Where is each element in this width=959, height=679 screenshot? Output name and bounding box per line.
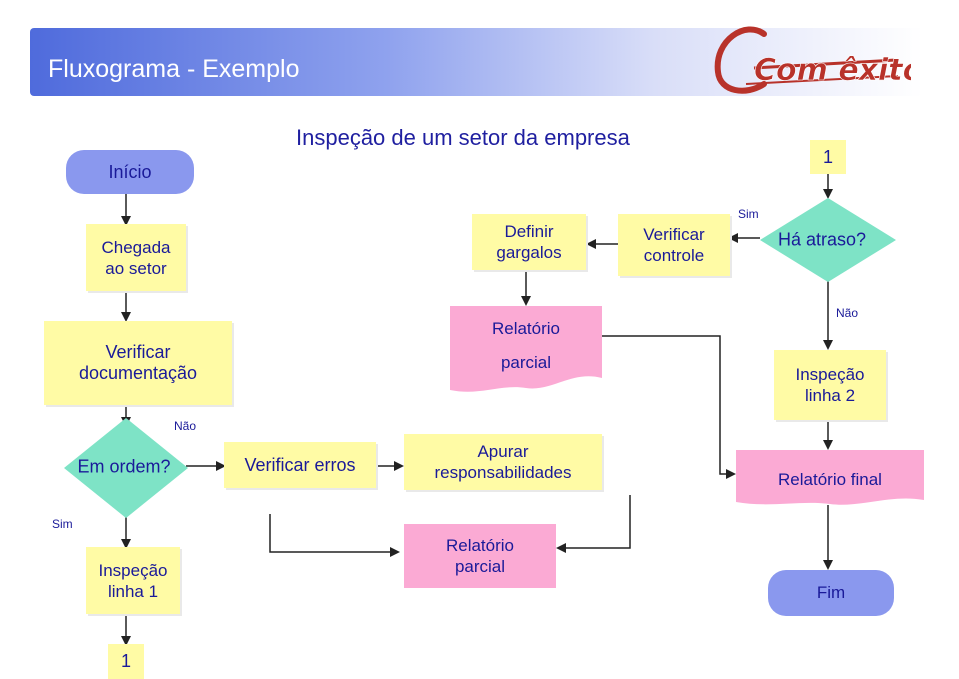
nao-right-label: Não — [836, 306, 859, 320]
ha-atraso-label: Há atraso? — [777, 229, 867, 250]
relatorio-parcial-top-shape — [450, 306, 602, 392]
connector-bottom-label: 1 — [120, 651, 131, 671]
apurar-responsabilidades-box: Apurar responsabilidades — [404, 434, 602, 490]
definir-gargalos-line-1: Definir — [504, 222, 554, 241]
verificar-controle-line-2: controle — [643, 246, 705, 265]
inspecao-linha-1-line-2: linha 1 — [107, 581, 159, 601]
chegada-ao-setor-box: Chegada ao setor — [86, 224, 186, 291]
apurar-line-2: responsabilidades — [434, 463, 572, 482]
relatorio-parcial-bottom-line-1: Relatório — [445, 536, 515, 555]
inspecao-linha-1-line-1: Inspeção — [98, 560, 168, 580]
relatorio-final-label: Relatório final — [778, 470, 882, 489]
em-ordem-diamond — [64, 418, 188, 518]
connector-bottom: 1 — [108, 644, 144, 679]
fim-terminal: Fim — [768, 570, 894, 616]
company-logo: Com êxito — [706, 10, 924, 106]
nao-left-label: Não — [174, 419, 197, 433]
relatorio-final-shape — [736, 450, 924, 505]
em-ordem-label: Em ordem? — [77, 456, 171, 477]
relatorio-parcial-bottom-box: Relatório parcial — [404, 524, 556, 588]
verificar-documentacao-line-1: Verificar — [105, 342, 171, 362]
inspecao-linha-2-line-2: linha 2 — [804, 386, 856, 405]
definir-gargalos-box: Definir gargalos — [472, 214, 586, 270]
verificar-controle-line-1: Verificar — [643, 225, 705, 244]
relatorio-parcial-top-text: Relatório parcial — [450, 312, 602, 380]
inspecao-linha-2-line-1: Inspeção — [795, 365, 865, 384]
apurar-line-1: Apurar — [477, 442, 529, 461]
sim-right-label: Sim — [738, 207, 759, 221]
verificar-documentacao-line-2: documentação — [78, 363, 198, 383]
inicio-label: Início — [108, 161, 152, 182]
fim-label: Fim — [816, 583, 846, 602]
chegada-line-1: Chegada — [101, 237, 171, 257]
logo-graphic: Com êxito — [714, 26, 924, 94]
inspecao-linha-1-box: Inspeção linha 1 — [86, 547, 180, 614]
connector-top: 1 — [810, 140, 846, 174]
sim-left-label: Sim — [52, 517, 73, 531]
logo-text: Com êxito — [754, 53, 911, 88]
header-banner — [30, 28, 923, 96]
relatorio-parcial-top-line-1: Relatório — [491, 319, 561, 338]
relatorio-parcial-top-line-2: parcial — [500, 353, 552, 372]
inicio-terminal: Início — [66, 150, 194, 194]
verificar-erros-label: Verificar erros — [244, 454, 356, 475]
ha-atraso-diamond — [760, 198, 896, 282]
header-title: Fluxograma - Exemplo — [48, 55, 300, 83]
verificar-documentacao-box: Verificar documentação — [44, 321, 232, 405]
connector-top-label: 1 — [822, 146, 833, 167]
definir-gargalos-line-2: gargalos — [496, 243, 562, 262]
inspecao-linha-2-box: Inspeção linha 2 — [774, 350, 886, 420]
diagram-heading: Inspeção de um setor da empresa — [296, 125, 630, 150]
verificar-erros-box: Verificar erros — [224, 442, 376, 488]
relatorio-parcial-bottom-line-2: parcial — [454, 557, 506, 576]
chegada-line-2: ao setor — [105, 258, 167, 278]
verificar-controle-box: Verificar controle — [618, 214, 730, 276]
